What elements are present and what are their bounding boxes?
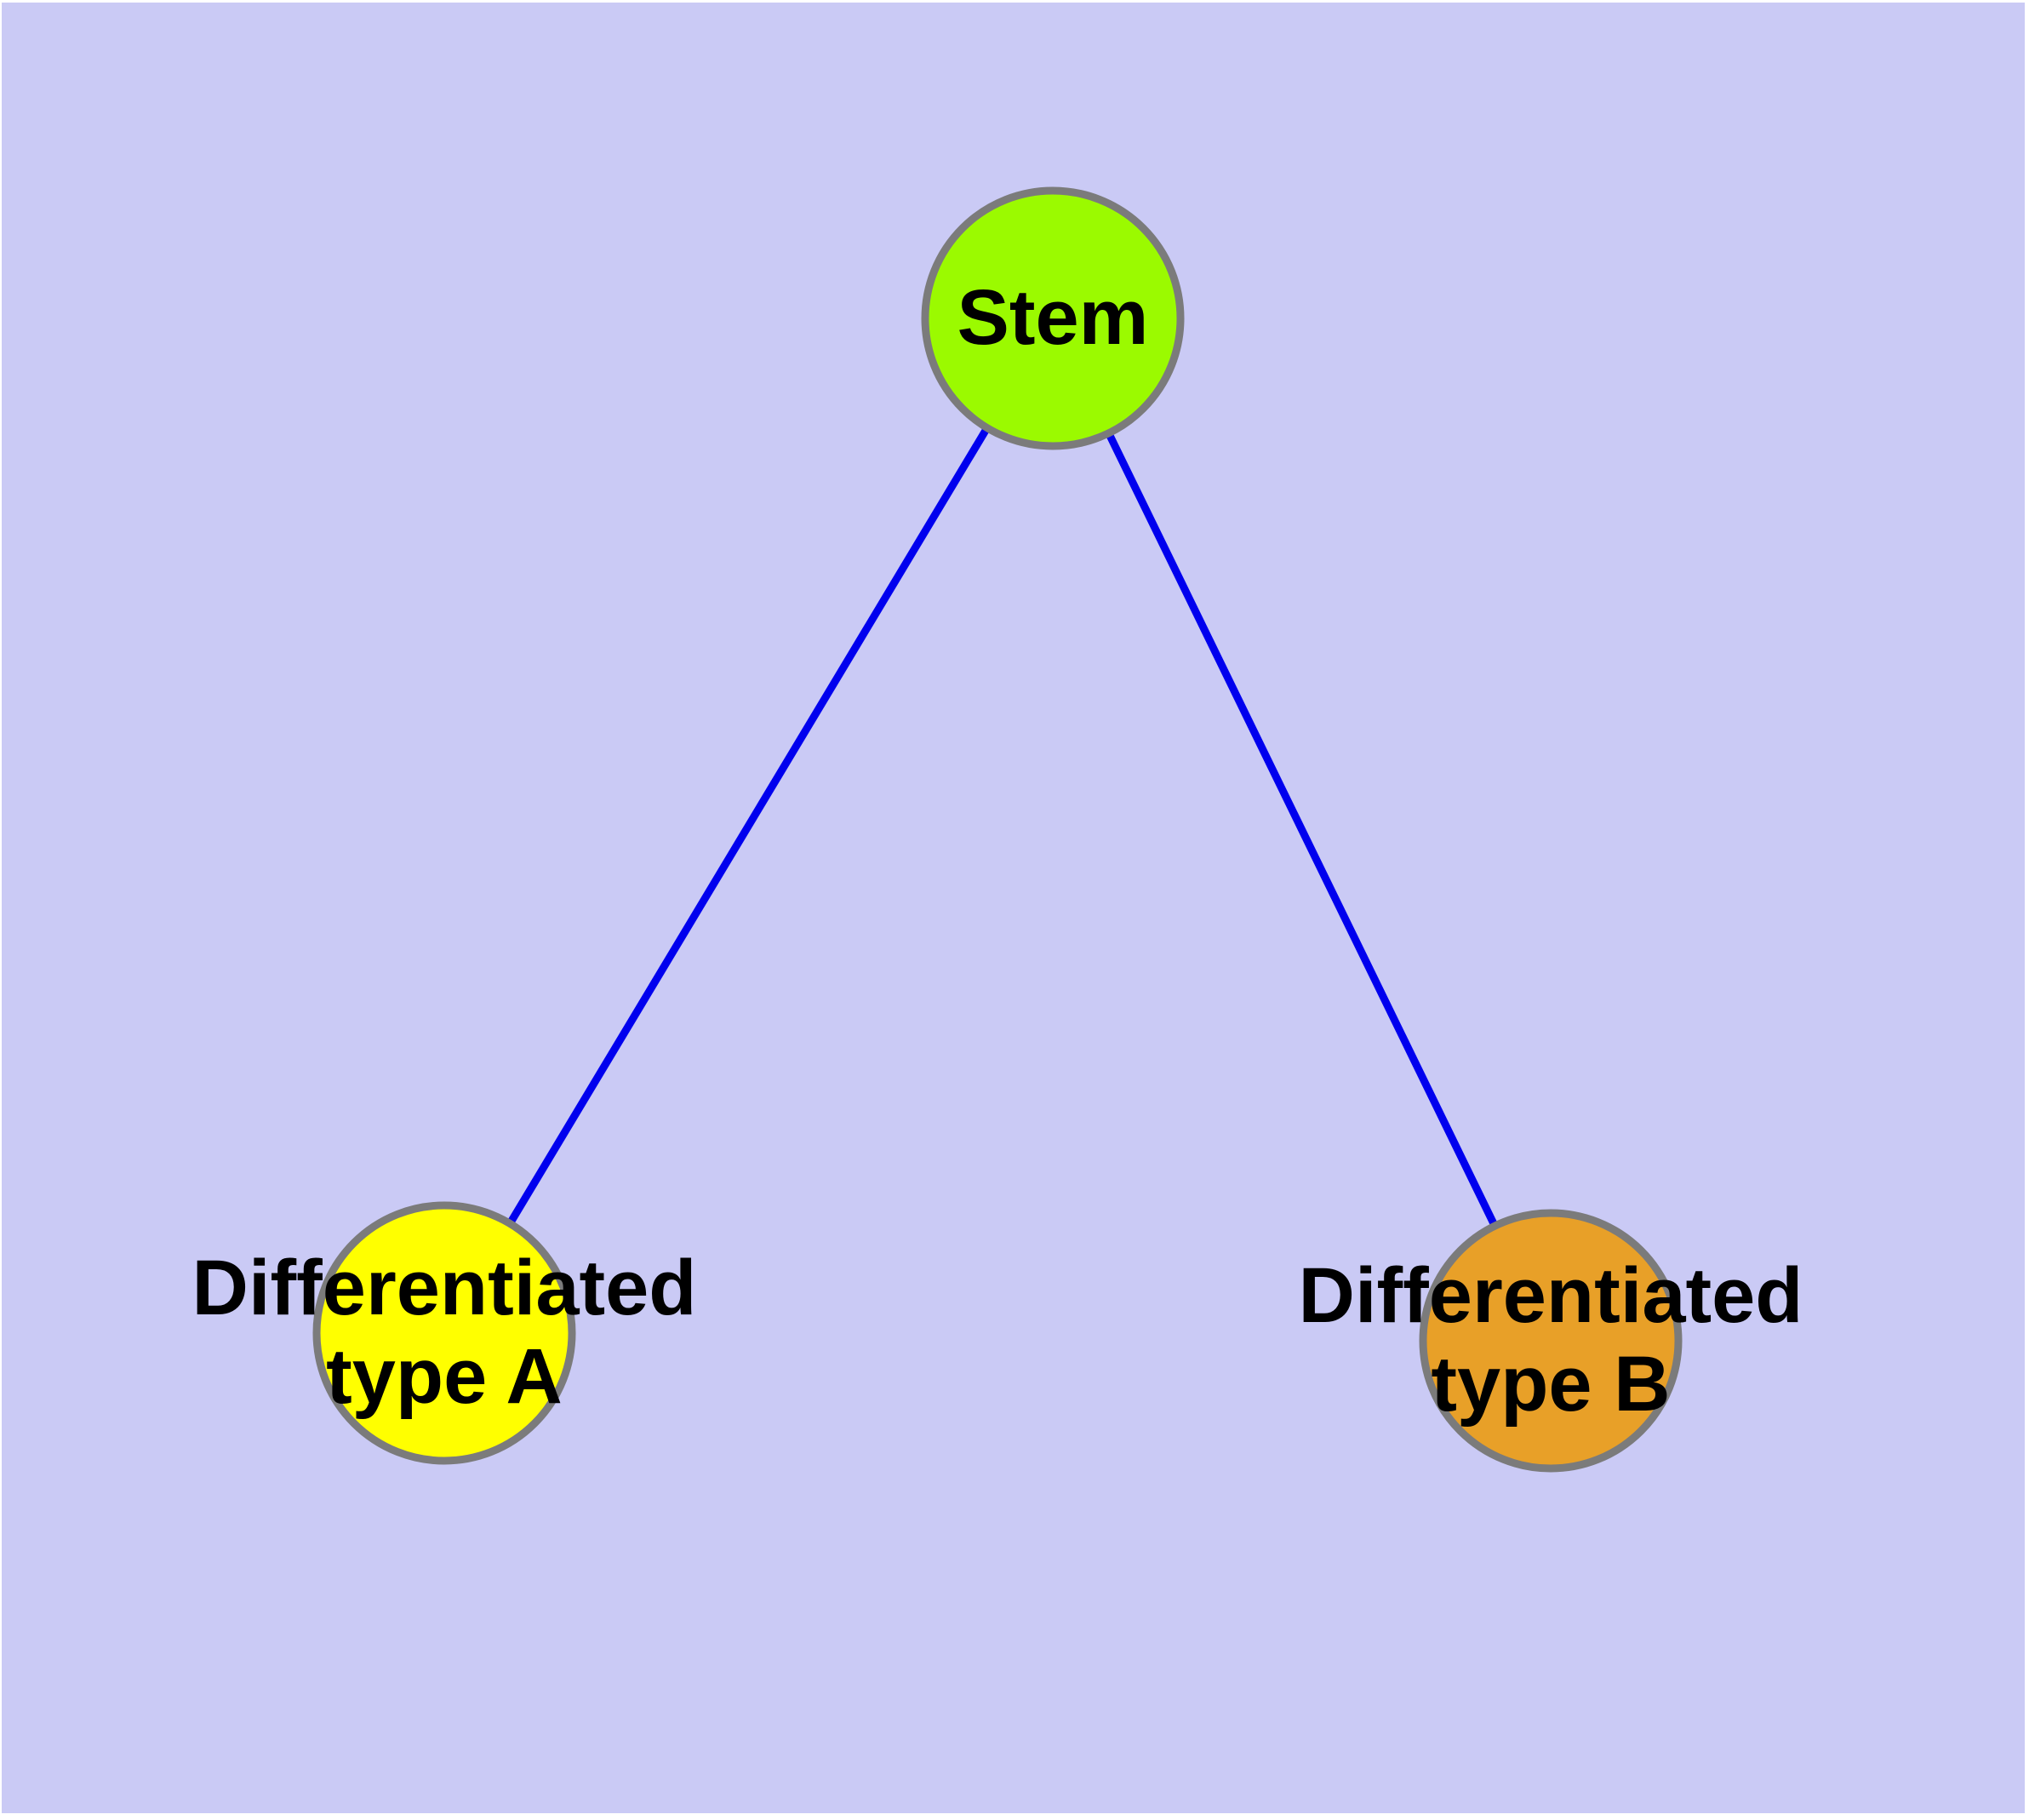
edge-stem-to-differentiated-type-b bbox=[1049, 317, 1555, 1342]
edge-stem-to-differentiated-type-a bbox=[441, 316, 1056, 1336]
node-differentiated-type-b bbox=[1419, 1209, 1683, 1473]
node-differentiated-type-a bbox=[312, 1201, 576, 1465]
node-stem bbox=[921, 186, 1185, 450]
